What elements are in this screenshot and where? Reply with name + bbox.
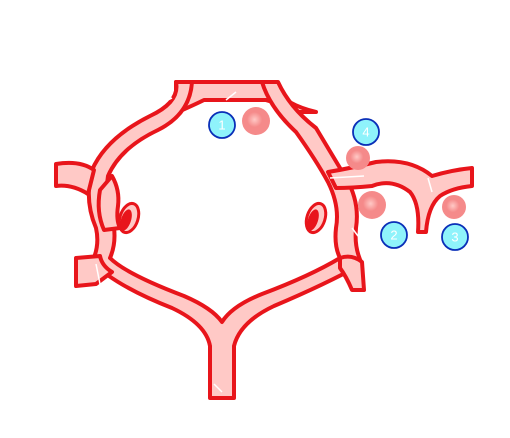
vessel-right-branch	[326, 159, 474, 234]
vessel-network	[54, 80, 474, 400]
markers: 1 2 3 4	[208, 111, 469, 251]
marker-1-label: 1	[218, 118, 225, 133]
vessel-seams	[95, 91, 433, 393]
marker-4[interactable]: 4	[352, 118, 380, 146]
marker-2[interactable]: 2	[380, 221, 408, 249]
marker-3-label: 3	[451, 230, 458, 245]
lesion-junction	[346, 146, 370, 170]
lumen-left	[117, 201, 141, 235]
marker-4-label: 4	[362, 125, 369, 140]
lesion-far-branch	[442, 195, 466, 219]
lesion-top	[242, 107, 270, 135]
vessel-left-lower-branch	[74, 254, 114, 288]
vessel-left-upper-branch	[54, 160, 96, 196]
marker-2-label: 2	[390, 228, 397, 243]
lesions	[242, 107, 466, 219]
marker-1[interactable]: 1	[208, 111, 236, 139]
vessel-lumens	[117, 201, 328, 235]
marker-3[interactable]: 3	[441, 223, 469, 251]
lumen-right	[304, 201, 328, 235]
lesion-branch-root	[358, 191, 386, 219]
vessel-lower-right-stub	[338, 254, 366, 292]
